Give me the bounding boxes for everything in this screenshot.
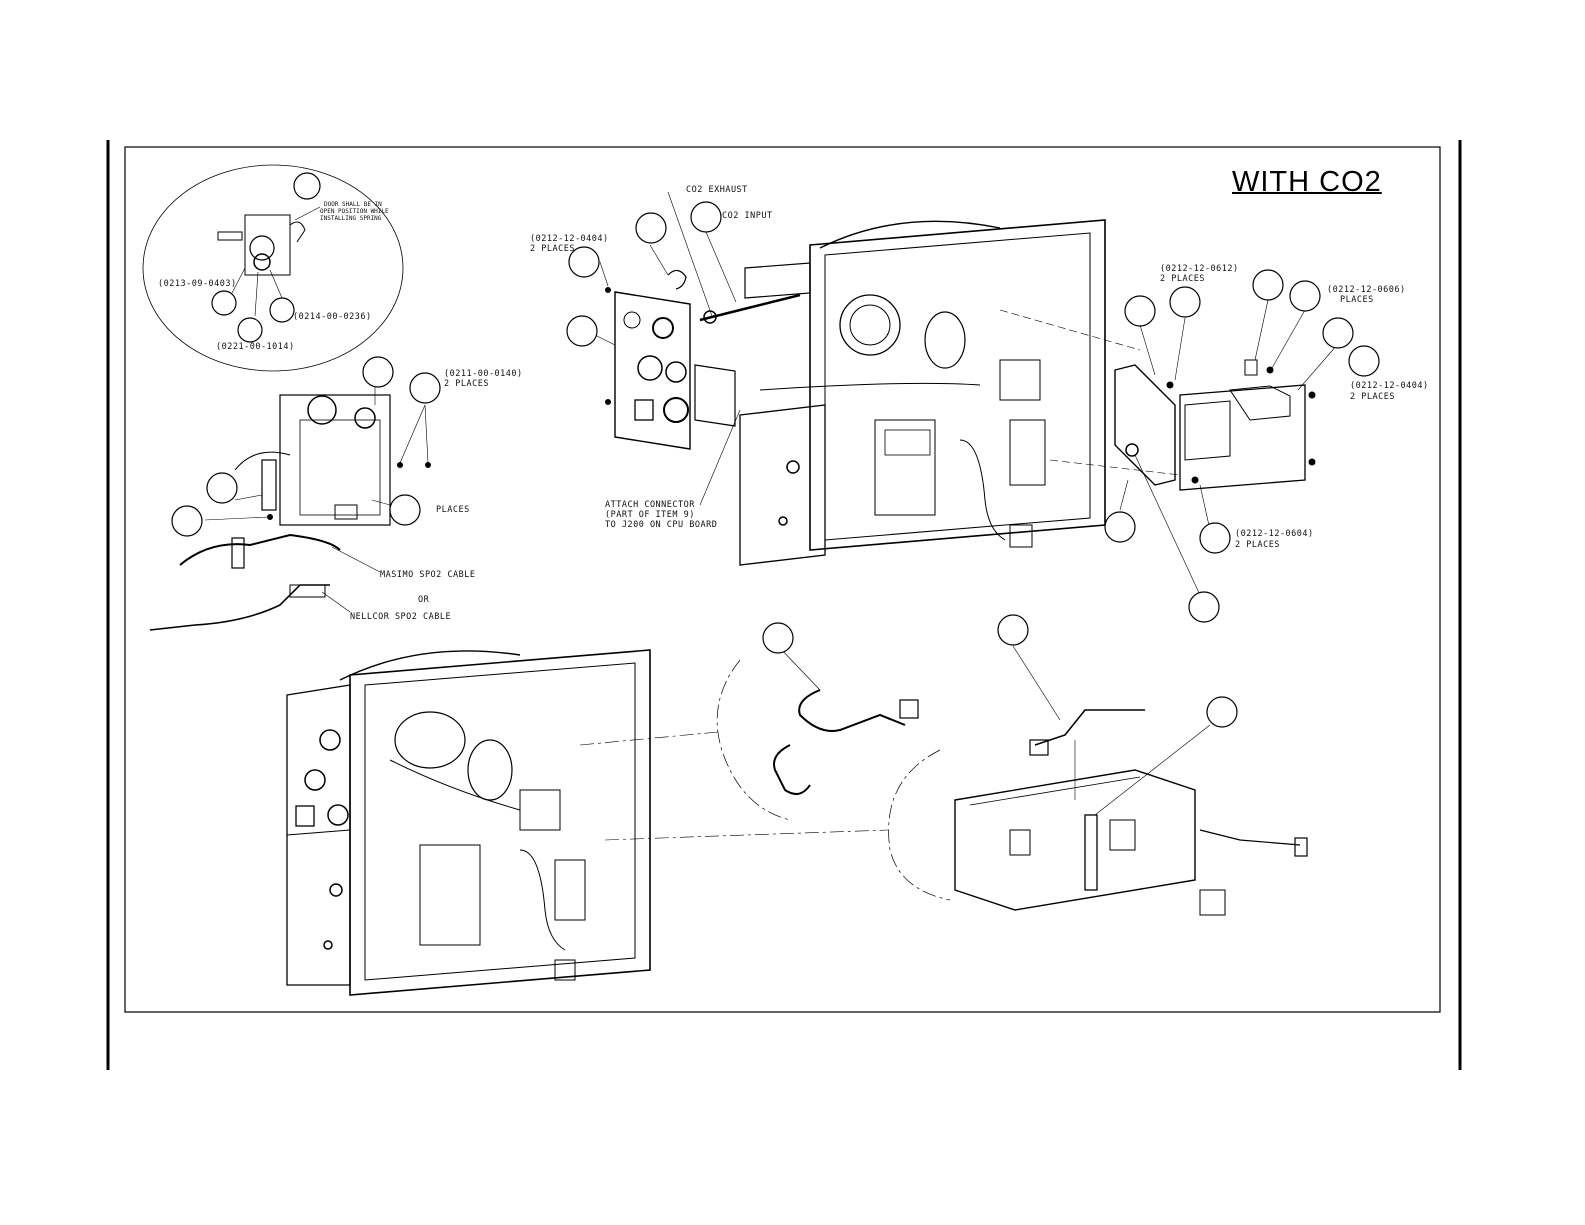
drawing-title: WITH CO2 — [1232, 166, 1382, 198]
places-note-panel: 2 PLACES — [530, 244, 575, 254]
co2-module-board — [1114, 299, 1338, 596]
places-note-0404: 2 PLACES — [1350, 392, 1395, 402]
attach-note-line-2: (PART OF ITEM 9) — [605, 510, 695, 520]
spring-detail-view — [142, 164, 404, 372]
callout-balloon — [690, 201, 722, 233]
callout-balloon — [1289, 280, 1321, 312]
callout-balloon — [1188, 591, 1220, 623]
part-number-0214: (0214-00-0236) — [293, 312, 372, 322]
callout-balloon — [269, 297, 295, 323]
callout-balloon — [1252, 269, 1284, 301]
nellcor-cable-label: NELLCOR SPO2 CABLE — [350, 612, 452, 622]
callout-balloon — [362, 356, 394, 388]
callout-balloon — [389, 494, 421, 526]
or-label: OR — [418, 595, 430, 605]
callout-balloon — [1104, 511, 1136, 543]
part-number-0212-0404-panel: (0212-12-0404) — [530, 234, 609, 244]
door-note-line-2: OPEN POSITION WHILE — [320, 208, 389, 215]
callout-balloon — [1322, 317, 1354, 349]
co2-input-label: CO2 INPUT — [722, 211, 773, 221]
flex-cable-detail — [716, 645, 919, 821]
callout-balloon — [409, 372, 441, 404]
door-note-line-1: DOOR SHALL BE IN — [324, 201, 382, 208]
part-number-0604: (0212-12-0604) — [1235, 529, 1314, 539]
attach-note-line-3: TO J200 ON CPU BOARD — [605, 520, 718, 530]
part-number-0213: (0213-09-0403) — [158, 279, 237, 289]
callout-balloon — [1199, 522, 1231, 554]
part-number-0404: (0212-12-0404) — [1350, 381, 1429, 391]
co2-front-panel — [584, 191, 801, 506]
callout-balloons — [171, 172, 1380, 728]
callout-balloon — [1348, 345, 1380, 377]
callout-balloon — [762, 622, 794, 654]
co2-exhaust-label: CO2 EXHAUST — [686, 185, 748, 195]
spo2-panel-assembly — [149, 385, 431, 631]
attach-note-line-1: ATTACH CONNECTOR — [605, 500, 695, 510]
places-note-0211: 2 PLACES — [444, 379, 489, 389]
main-housing-lower — [286, 649, 889, 996]
places-note-0606: PLACES — [1340, 295, 1374, 305]
part-number-0221: (0221-00-1014) — [216, 342, 295, 352]
callout-balloon — [206, 472, 238, 504]
callout-balloon — [211, 290, 237, 316]
places-note: PLACES — [436, 505, 470, 515]
callout-balloon — [635, 212, 667, 244]
part-number-0612: (0212-12-0612) — [1160, 264, 1239, 274]
callout-balloon — [1206, 696, 1238, 728]
callout-balloon — [568, 246, 600, 278]
callout-balloon — [1124, 295, 1156, 327]
callout-balloon — [171, 505, 203, 537]
places-note-0612: 2 PLACES — [1160, 274, 1205, 284]
places-note-0604: 2 PLACES — [1235, 540, 1280, 550]
battery-tray-detail — [888, 645, 1308, 916]
masimo-cable-label: MASIMO SPO2 CABLE — [380, 570, 476, 580]
callout-balloon — [997, 614, 1029, 646]
callout-balloon — [237, 317, 263, 343]
drawing-frame — [124, 146, 1441, 1013]
door-note-line-3: INSTALLING SPRING — [320, 215, 382, 222]
part-number-0211: (0211-00-0140) — [444, 369, 523, 379]
callout-balloon — [293, 172, 321, 200]
part-number-0606: (0212-12-0606) — [1327, 285, 1406, 295]
callout-balloon — [566, 315, 598, 347]
callout-balloon — [1169, 286, 1201, 318]
